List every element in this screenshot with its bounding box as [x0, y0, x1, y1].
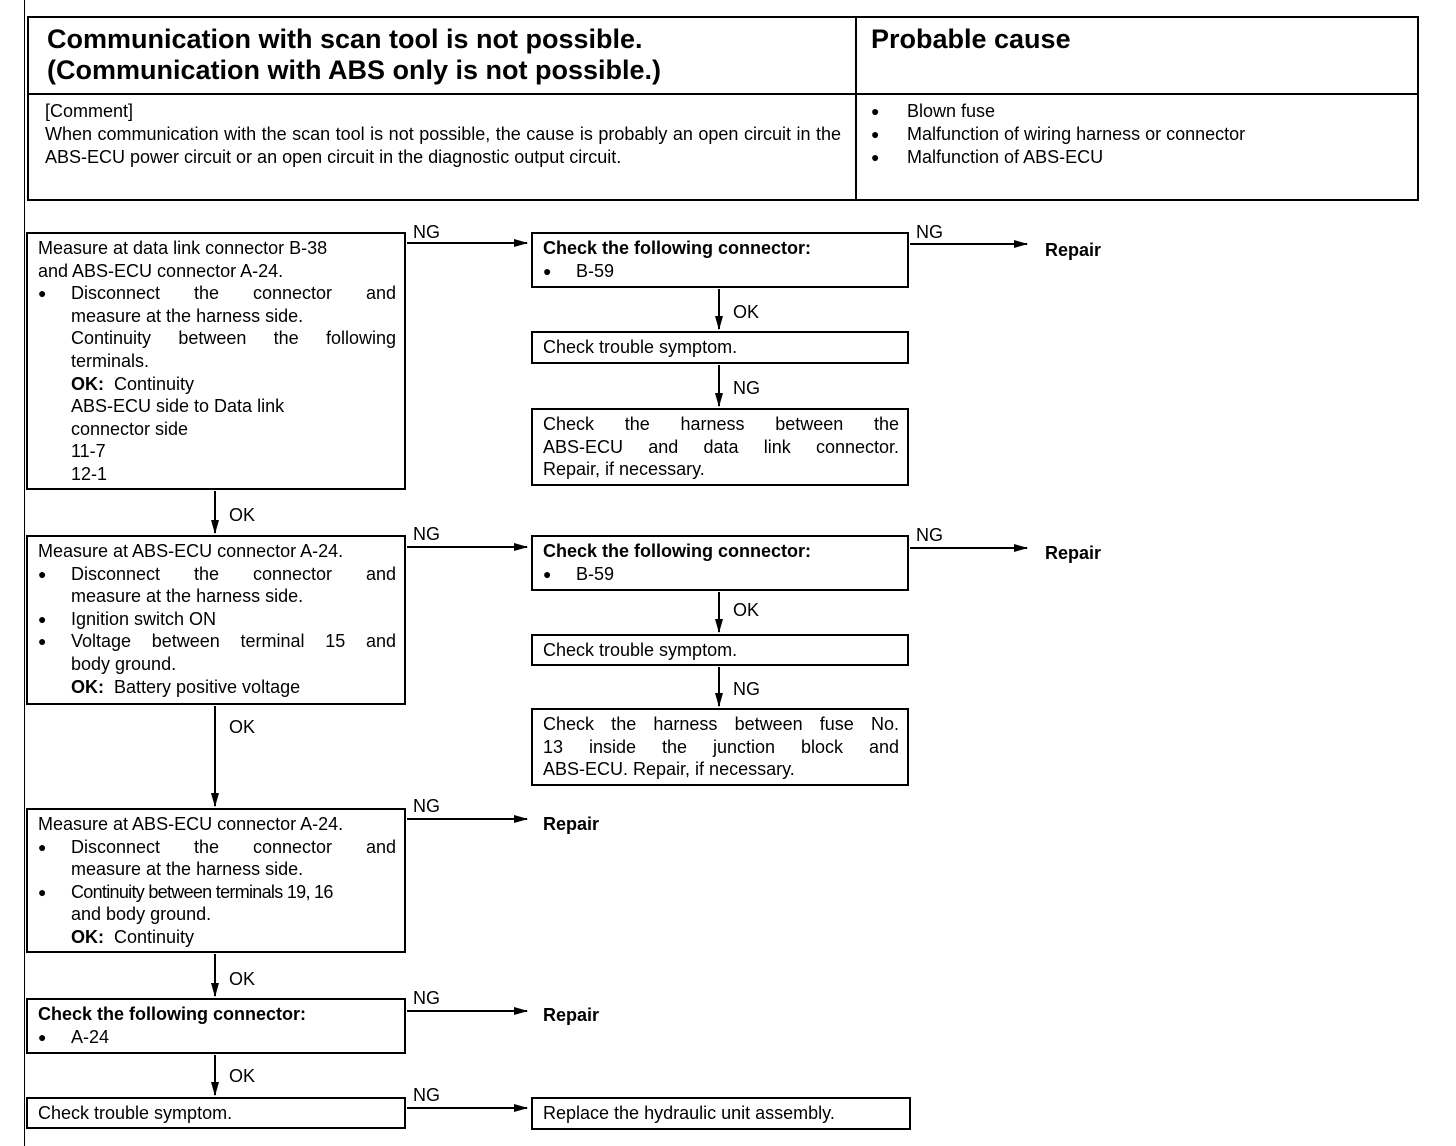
ok-label: OK [229, 717, 256, 737]
step1-terminals2: 12-1 [71, 463, 108, 484]
ok-label: OK [733, 600, 760, 620]
branch1-connector-box: Check the following connector: ●B-59 [531, 232, 909, 288]
ok-label: OK [229, 505, 256, 525]
bullet-dot-icon: ● [38, 838, 47, 855]
trouble-title: Communication with scan tool is not poss… [47, 24, 847, 86]
step1-bullet-cont3: terminals. [71, 350, 150, 371]
ng-label: NG [733, 378, 760, 398]
repair-label-2: Repair [1045, 543, 1102, 563]
ng-label: NG [733, 679, 760, 699]
step3-bullet2: ●Continuity between terminals 19, 16 [38, 881, 333, 902]
bullet-dot-icon: ● [38, 1028, 47, 1045]
step2-bullet1-cont: measure at the harness side. [71, 586, 304, 607]
probable-cause-list: Blown fuse Malfunction of wiring harness… [871, 100, 1245, 169]
repair-label-4: Repair [543, 1005, 600, 1025]
cause-item: Malfunction of ABS-ECU [871, 146, 1245, 169]
step4-box: Check the following connector: ●A-24 [26, 998, 406, 1054]
step3-bullet2-cont: and body ground. [71, 904, 212, 925]
branch2-connector-item: ●B-59 [543, 563, 615, 584]
branch1-connector-item: ●B-59 [543, 260, 615, 281]
replace-text: Replace the hydraulic unit assembly. [543, 1103, 835, 1123]
bullet-dot-icon: ● [38, 285, 47, 302]
step2-line1: Measure at ABS-ECU connector A-24. [38, 541, 344, 561]
ng-label: NG [916, 525, 943, 545]
ok-label: OK [229, 969, 256, 989]
cause-item: Malfunction of wiring harness or connect… [871, 123, 1245, 146]
step2-ok: OK:Battery positive voltage [71, 676, 301, 697]
branch1-symptom-text: Check trouble symptom. [543, 337, 738, 357]
branch1-harness-line1: Check the harness between the [543, 414, 899, 434]
branch2-connector-box: Check the following connector: ●B-59 [531, 535, 909, 591]
step1-terminals1: 11-7 [71, 441, 106, 462]
step1-spec1: ABS-ECU side to Data link [71, 396, 285, 417]
replace-box: Replace the hydraulic unit assembly. [531, 1097, 911, 1130]
branch2-connector-title: Check the following connector: [543, 541, 812, 561]
header-row-divider [29, 93, 1417, 95]
repair-label-3: Repair [543, 814, 600, 834]
ok-label: OK [733, 302, 760, 322]
step4-item: ●A-24 [38, 1026, 110, 1047]
branch2-harness-line3: ABS-ECU. Repair, if necessary. [543, 759, 795, 780]
branch2-harness-line2: 13 inside the junction block and [543, 736, 899, 757]
step1-spec2: connector side [71, 418, 189, 439]
branch1-harness-line2: ABS-ECU and data link connector. [543, 436, 899, 457]
step5-box: Check trouble symptom. [26, 1097, 406, 1129]
step3-box: Measure at ABS-ECU connector A-24. ●Disc… [26, 808, 406, 953]
bullet-dot-icon: ● [38, 883, 47, 900]
ng-label: NG [916, 222, 943, 242]
ng-label: NG [413, 988, 440, 1008]
header-table: Communication with scan tool is not poss… [27, 16, 1419, 201]
ng-label: NG [413, 222, 440, 242]
ng-label: NG [413, 524, 440, 544]
step1-bullet-cont1: measure at the harness side. [71, 305, 304, 326]
bullet-dot-icon: ● [38, 565, 47, 582]
branch2-symptom-box: Check trouble symptom. [531, 634, 909, 666]
step1-line1: Measure at data link connector B-38 [38, 238, 328, 258]
page-left-rule [24, 0, 25, 1146]
bullet-dot-icon: ● [543, 565, 552, 582]
step3-bullet1: ●Disconnect the connector and [38, 836, 396, 857]
repair-label-1: Repair [1045, 240, 1102, 260]
branch1-harness-box: Check the harness between the ABS-ECU an… [531, 408, 909, 486]
step2-bullet2: ●Ignition switch ON [38, 608, 217, 629]
step1-ok: OK:Continuity [71, 373, 195, 394]
ng-label: NG [413, 1085, 440, 1105]
step2-bullet1: ●Disconnect the connector and [38, 563, 396, 584]
probable-cause-title: Probable cause [871, 24, 1071, 54]
branch1-connector-title: Check the following connector: [543, 238, 812, 258]
step2-bullet3-cont: body ground. [71, 653, 177, 674]
header-column-divider [855, 18, 857, 199]
step1-box: Measure at data link connector B-38 and … [26, 232, 406, 490]
branch2-symptom-text: Check trouble symptom. [543, 640, 738, 660]
comment-block: [Comment] When communication with the sc… [45, 100, 841, 169]
trouble-title-line1: Communication with scan tool is not poss… [47, 24, 643, 54]
step1-bullet-cont2: Continuity between the following [71, 328, 396, 349]
step4-title: Check the following connector: [38, 1004, 307, 1024]
comment-text: When communication with the scan tool is… [45, 124, 841, 167]
branch1-symptom-box: Check trouble symptom. [531, 331, 909, 364]
step3-bullet1-cont: measure at the harness side. [71, 859, 304, 880]
step2-box: Measure at ABS-ECU connector A-24. ●Disc… [26, 535, 406, 705]
bullet-dot-icon: ● [543, 262, 552, 279]
cause-item: Blown fuse [871, 100, 1245, 123]
ok-label: OK [229, 1066, 256, 1086]
trouble-title-line2: (Communication with ABS only is not poss… [47, 55, 662, 85]
step2-bullet3: ●Voltage between terminal 15 and [38, 631, 396, 652]
branch1-harness-line3: Repair, if necessary. [543, 459, 705, 480]
bullet-dot-icon: ● [38, 610, 47, 627]
ng-label: NG [413, 796, 440, 816]
bullet-dot-icon: ● [38, 633, 47, 650]
comment-label: [Comment] [45, 101, 134, 121]
branch2-harness-box: Check the harness between fuse No. 13 in… [531, 708, 909, 786]
step3-line1: Measure at ABS-ECU connector A-24. [38, 814, 344, 834]
step3-ok: OK:Continuity [71, 926, 195, 947]
step1-bullet: ●Disconnect the connector and [38, 283, 396, 304]
branch2-harness-line1: Check the harness between fuse No. [543, 714, 899, 734]
step5-text: Check trouble symptom. [38, 1103, 233, 1123]
step1-line2: and ABS-ECU connector A-24. [38, 260, 284, 281]
